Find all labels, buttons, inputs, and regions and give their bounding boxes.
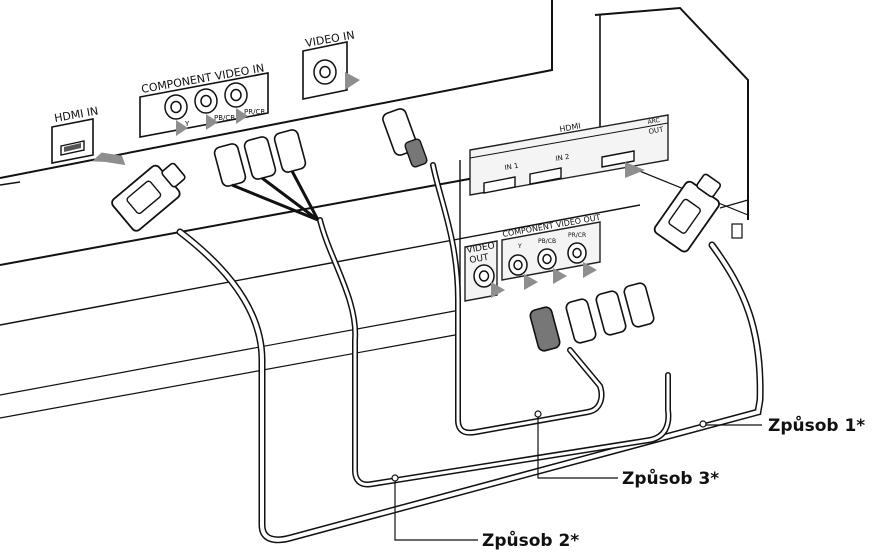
player-component-jack-pr (568, 243, 586, 263)
tv-video-in-jack (314, 60, 336, 84)
cable-method-3 (433, 165, 602, 433)
tv-component-jack-label-pb: PB/CB (214, 114, 235, 122)
hdmi-plug-player (653, 167, 730, 253)
rca-plugs-player (529, 282, 655, 352)
callout-method-1: Způsob 1* (700, 414, 865, 436)
method-1-label: Způsob 1* (768, 414, 865, 436)
player-component-jack-label-pb: PB/CB (538, 238, 556, 245)
tv-component-jack-pr (225, 83, 247, 107)
player-component-jack-pb (538, 249, 556, 269)
tv-component-jack-y (165, 95, 187, 119)
rca-plugs-tv-component (213, 129, 318, 220)
rca-plug-tv-video (381, 107, 428, 168)
hdmi-plug-tv (110, 155, 192, 233)
hdmi-in-panel (52, 119, 93, 163)
method-3-label: Způsob 3* (622, 467, 719, 489)
tv-component-jack-label-pr: PR/CR (244, 108, 265, 116)
player-unit: HDMI IN 1 IN 2 ARC OUT VIDEO OUT COMPONE… (0, 8, 748, 418)
tv-component-jack-pb (195, 89, 217, 113)
method-2-label: Způsob 2* (482, 529, 579, 551)
player-component-jack-label-y: Y (517, 243, 522, 250)
player-component-jack-label-pr: PR/CR (568, 232, 586, 239)
player-component-jack-y (509, 255, 527, 275)
tv-back: HDMI IN COMPONENT VIDEO IN Y PB/CB PR/CR… (0, 0, 552, 185)
